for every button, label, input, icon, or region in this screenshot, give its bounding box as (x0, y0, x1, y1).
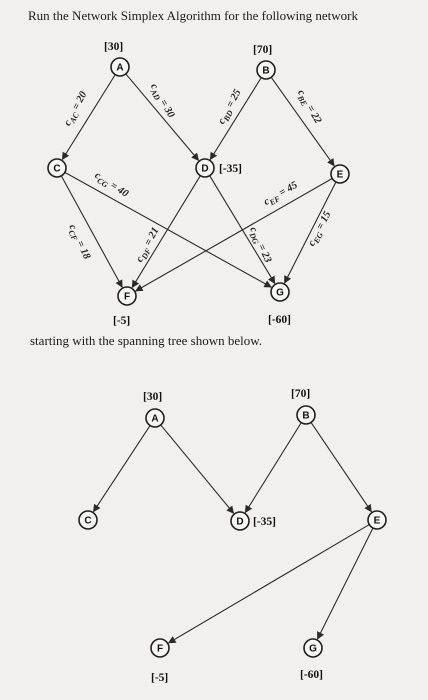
network-cost-label-ef: cEF = 45 (262, 180, 301, 210)
network-node-label-c: C (53, 164, 60, 175)
network-arc-b-e (270, 77, 335, 167)
tree-node-label-b: B (302, 411, 309, 422)
network-supply-a: [30] (104, 41, 123, 53)
tree-node-label-a: A (151, 414, 158, 425)
network-node-label-b: B (262, 66, 269, 77)
network-arc-c-g (64, 171, 272, 288)
tree-caption: starting with the spanning tree shown be… (30, 333, 263, 348)
network-arc-a-c (61, 74, 116, 161)
network-supply-d: [-35] (219, 163, 242, 175)
network-cost-label-ac: cAC = 20 (62, 89, 91, 129)
network-node-label-d: D (201, 164, 208, 175)
network-node-g: G (270, 282, 290, 302)
network-arc-e-g (284, 181, 337, 284)
tree-arc-a-d (160, 424, 235, 514)
network-node-a: A (110, 57, 130, 77)
network-node-f: F (117, 286, 137, 306)
network-supply-b: [70] (253, 44, 272, 56)
tree-supply-b: [70] (291, 388, 310, 400)
tree-node-e: E (367, 510, 387, 530)
network-supply-g: [-60] (268, 314, 291, 326)
tree-supply-g: [-60] (300, 669, 323, 681)
tree-arc-b-e (310, 422, 372, 513)
tree-node-d: D (230, 511, 250, 531)
spanning-tree: A [30] B [70] C D [-35] E F [-5] G [-60] (78, 388, 387, 684)
network-node-label-a: A (116, 63, 123, 74)
network-arc-c-f (60, 175, 123, 288)
tree-node-label-e: E (374, 516, 381, 527)
tree-node-a: A (145, 408, 165, 428)
network-cost-label-bd: cBD = 25 (216, 88, 245, 127)
network-cost-label-cg: cCG = 40 (92, 170, 131, 202)
network-arc-e-f (135, 177, 333, 292)
network-cost-label-dg: cDG = 23 (245, 225, 273, 265)
tree-arc-e-f (167, 524, 370, 644)
tree-supply-d: [-35] (253, 516, 276, 528)
tree-node-f: F (150, 638, 170, 658)
tree-node-label-d: D (236, 517, 243, 528)
network-node-e: E (330, 164, 350, 184)
network-arc-b-d (209, 77, 262, 161)
network-node-label-f: F (124, 292, 130, 303)
tree-arc-e-g (316, 527, 374, 640)
network-node-d: D (195, 158, 215, 178)
tree-node-g: G (303, 638, 323, 658)
tree-arc-b-d (244, 422, 302, 514)
tree-node-c: C (78, 510, 98, 530)
tree-node-label-f: F (157, 644, 163, 655)
network-node-label-g: G (276, 288, 284, 299)
network-arc-d-f (131, 175, 201, 289)
tree-arc-a-c (93, 425, 151, 513)
problem-heading: Run the Network Simplex Algorithm for th… (28, 8, 359, 23)
tree-node-b: B (296, 405, 316, 425)
network-arc-d-g (209, 175, 276, 285)
tree-supply-a: [30] (143, 391, 162, 403)
network-node-c: C (47, 158, 67, 178)
network-cost-label-eg: cEG = 15 (306, 210, 335, 249)
network-cost-label-cf: cCF = 18 (65, 223, 93, 263)
network-node-label-e: E (337, 170, 344, 181)
tree-node-label-g: G (309, 644, 317, 655)
network-node-b: B (256, 60, 276, 80)
network-cost-label-df: cDF = 21 (134, 226, 163, 265)
network-cost-label-be: cBE = 22 (293, 88, 323, 127)
tree-supply-f: [-5] (151, 672, 168, 684)
network-supply-f: [-5] (113, 315, 130, 327)
tree-node-label-c: C (84, 516, 91, 527)
network-arc-a-d (125, 73, 200, 161)
